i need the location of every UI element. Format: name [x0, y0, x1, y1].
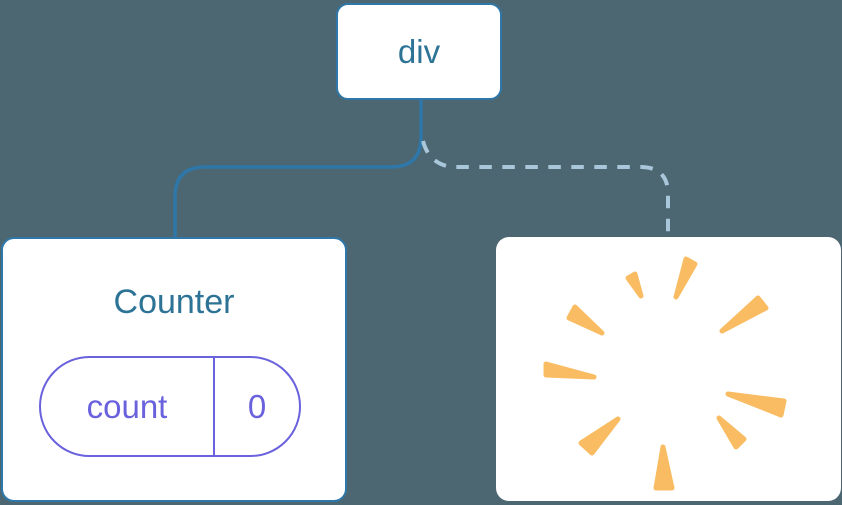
solid-connector-line [173, 100, 423, 239]
spark-shape [725, 391, 787, 418]
tree-node-div-label: div [397, 32, 441, 70]
spark-shape [625, 271, 644, 299]
tree-node-div: div [336, 3, 502, 100]
dashed-connector-line [421, 140, 670, 238]
spark-shape [653, 444, 675, 491]
state-pill: count 0 [39, 356, 301, 457]
spark-shape [673, 256, 698, 300]
state-key-label: count [41, 358, 215, 455]
spark-shape [578, 416, 621, 456]
state-value: 0 [247, 387, 267, 425]
component-title: Counter [113, 283, 235, 321]
spark-shape [716, 415, 747, 450]
removed-component-card [496, 237, 841, 501]
spark-shape [719, 295, 769, 334]
spark-shape [543, 361, 597, 380]
spark-shape [566, 304, 605, 336]
counter-component-card: Counter count 0 [1, 237, 347, 502]
poof-sparks-icon [543, 256, 787, 491]
